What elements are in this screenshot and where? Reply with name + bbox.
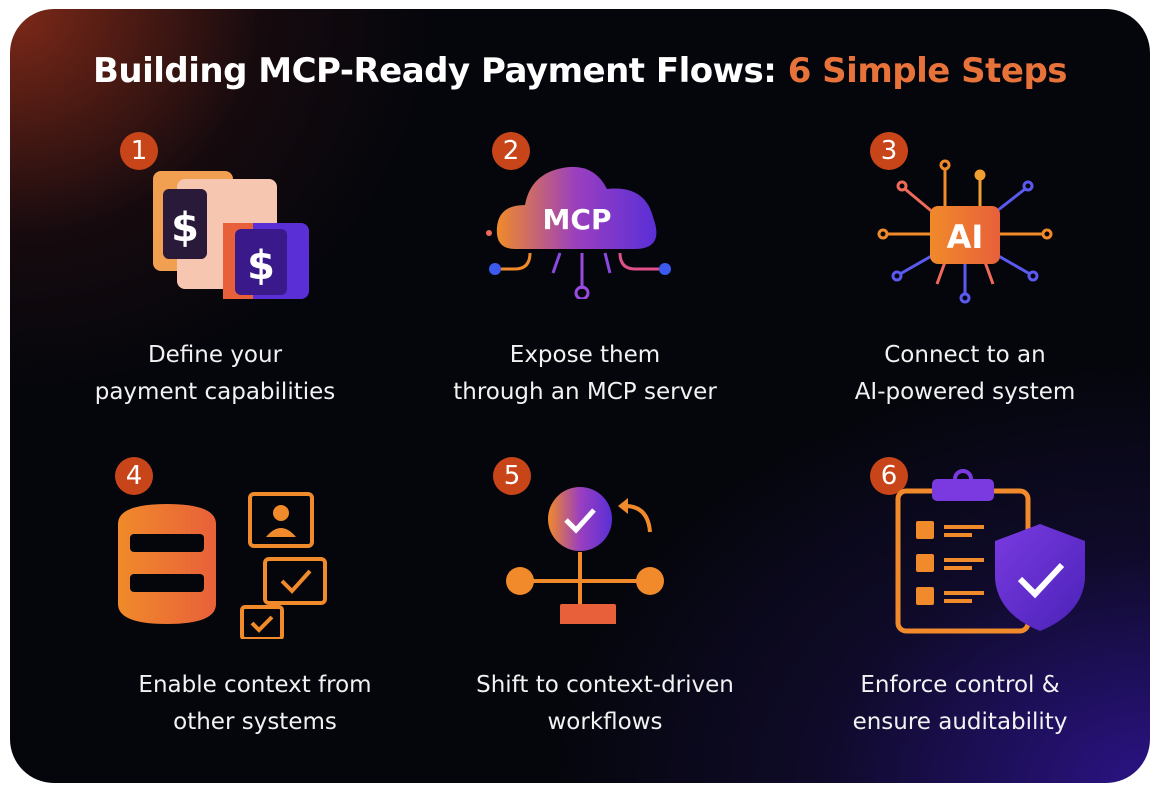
svg-text:MCP: MCP <box>543 203 612 236</box>
step-6: 6 Enforce control &ensure auditability <box>780 454 1150 744</box>
step-number-badge: 6 <box>870 457 908 495</box>
database-icon <box>118 492 327 639</box>
workflow-icon <box>506 487 664 624</box>
step-label: Enforce control &ensure auditability <box>852 672 1068 735</box>
step-number-badge: 3 <box>870 132 908 170</box>
step-number-badge: 1 <box>120 132 158 170</box>
infographic-card: Building MCP-Ready Payment Flows: 6 Simp… <box>10 9 1150 783</box>
svg-text:$: $ <box>171 205 199 251</box>
page-title: Building MCP-Ready Payment Flows: 6 Simp… <box>92 51 1068 91</box>
svg-text:$: $ <box>247 243 275 289</box>
svg-text:AI: AI <box>947 218 984 256</box>
step-number-badge: 2 <box>492 132 530 170</box>
step-number-badge: 5 <box>493 457 531 495</box>
ai-chip-icon: AI <box>877 159 1053 304</box>
clipboard-shield-icon <box>895 469 1085 634</box>
mcp-cloud-icon: MCP <box>486 166 671 299</box>
step-number-badge: 4 <box>115 457 153 495</box>
dollar-cards-icon: $ $ <box>153 171 309 299</box>
